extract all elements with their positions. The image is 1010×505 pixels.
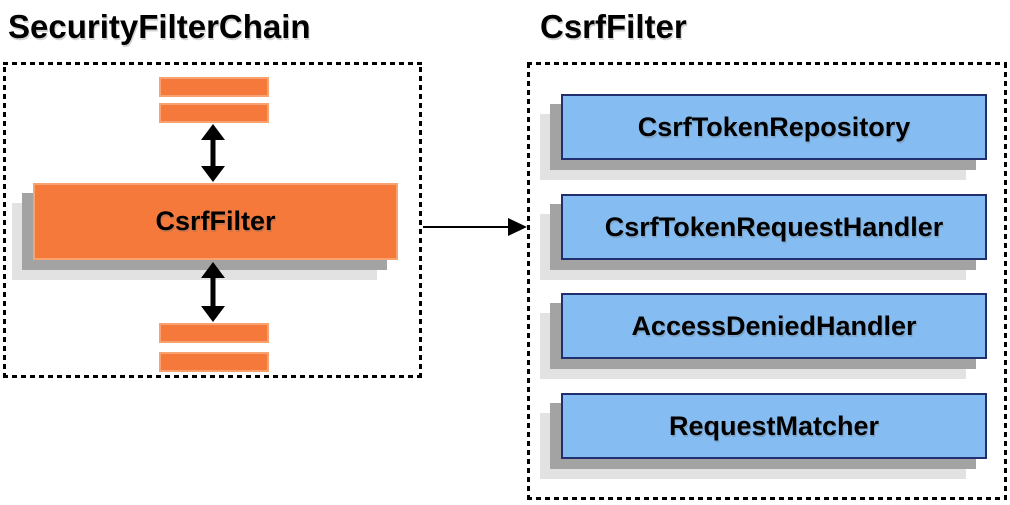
arrow-line [210, 275, 216, 309]
csrf-filter-box-label: CsrfFilter [155, 206, 276, 236]
csrf-filter-box: CsrfFilter [12, 183, 398, 280]
arrow-line [210, 137, 216, 169]
component-box-face: CsrfTokenRequestHandler [561, 194, 987, 260]
component-box-csrf-token-request-handler: CsrfTokenRequestHandler [540, 194, 987, 280]
csrf-filter-title: CsrfFilter [540, 8, 687, 45]
component-label: CsrfTokenRepository [637, 111, 911, 142]
component-box-face: CsrfTokenRepository [561, 94, 987, 160]
component-label: CsrfTokenRequestHandler [604, 211, 944, 242]
component-box-request-matcher: RequestMatcher [540, 393, 987, 479]
bidirectional-arrow-top [201, 124, 225, 182]
component-box-face: RequestMatcher [561, 393, 987, 459]
filter-placeholder-bar-4 [159, 352, 269, 372]
component-box-csrf-token-repository: CsrfTokenRepository [540, 94, 987, 180]
arrow-line [423, 226, 512, 228]
component-label: RequestMatcher [668, 410, 880, 441]
component-box-face: AccessDeniedHandler [561, 293, 987, 359]
security-filter-chain-title: SecurityFilterChain [8, 8, 311, 45]
bidirectional-arrow-bottom [201, 262, 225, 322]
filter-placeholder-bar-3 [159, 323, 269, 343]
csrf-filter-link-arrow [423, 218, 527, 236]
arrow-up-icon [201, 124, 225, 140]
arrow-down-icon [201, 306, 225, 322]
filter-placeholder-bar-2 [159, 103, 269, 123]
arrow-up-icon [201, 262, 225, 278]
component-label: AccessDeniedHandler [631, 310, 917, 341]
arrow-right-icon [508, 218, 527, 236]
filter-placeholder-bar-1 [159, 77, 269, 97]
csrf-filter-box-face: CsrfFilter [33, 183, 398, 260]
component-box-access-denied-handler: AccessDeniedHandler [540, 293, 987, 379]
arrow-down-icon [201, 166, 225, 182]
